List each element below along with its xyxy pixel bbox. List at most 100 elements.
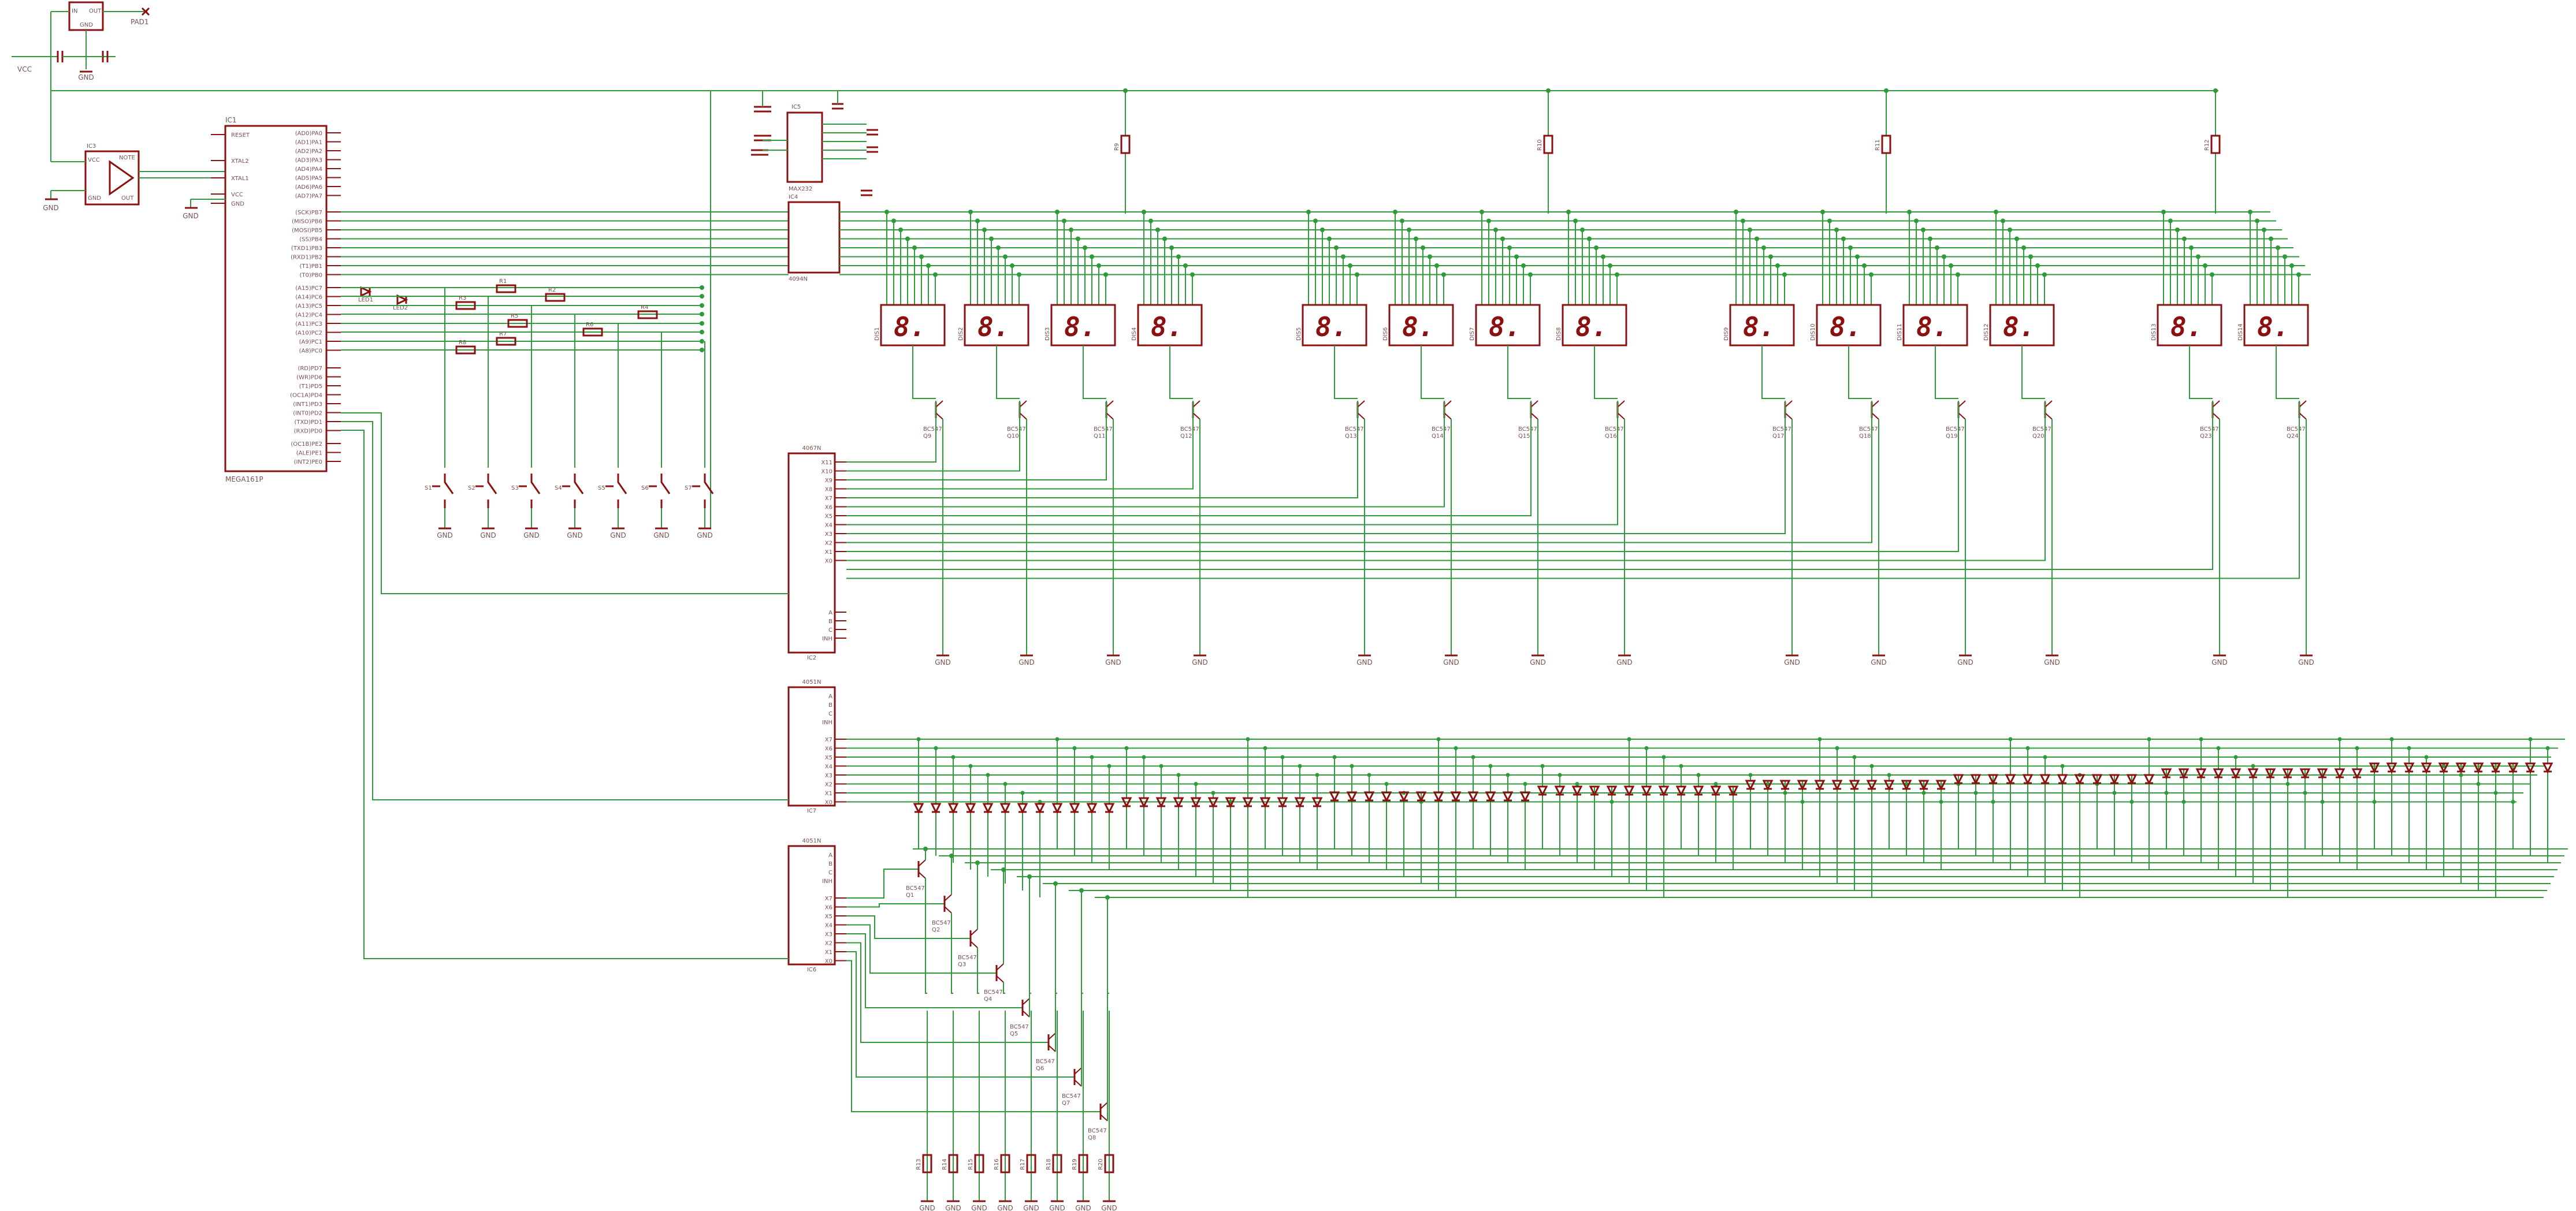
mcu-right-pins: (AD0)PA0(AD1)PA1(AD2)PA2(AD3)PA3(AD4)PA4… [290,131,789,465]
matrix-led [1901,780,1912,791]
resistor [496,284,516,293]
transistor-name: Q6 [1036,1065,1044,1072]
junction [1263,746,1267,750]
display-glyph: 8. [977,311,1009,342]
display-label: DIS9 [1723,327,1730,341]
display-label: DIS1 [874,327,880,341]
gnd-label: GND [2298,658,2314,666]
matrix-led [1207,797,1219,808]
svg-text:MAX232: MAX232 [789,186,812,192]
mux-pin-label: X4 [825,764,832,770]
mcu-pin-label: (AD7)PA7 [295,193,322,200]
svg-text:IC5: IC5 [791,104,801,110]
transistor-type: BC547 [2032,426,2051,433]
junction [1280,755,1285,759]
mux-pin-label: A [828,852,832,859]
mux-pin-label: C [828,711,832,717]
transistor-type: BC547 [1180,426,1199,433]
transistor-type: BC547 [2200,426,2219,433]
display-glyph: 8. [1830,311,1861,342]
transistor-legs [1074,1067,1082,1087]
mcu-pin-label: (AD6)PA6 [295,184,322,191]
junction [2060,764,2065,768]
display-glyph: 8. [1489,311,1521,342]
transistor-type: BC547 [932,920,951,926]
transistor-legs [2212,400,2220,420]
matrix-led [999,803,1011,814]
junction [700,321,704,326]
resistor-label: R3 [459,295,466,301]
matrix-led [2039,774,2051,785]
junction [1627,737,1631,741]
switch [475,474,497,508]
resistor-label: R15 [968,1158,974,1170]
junction [2129,800,2134,804]
mcu-pin-label: (A14)PC6 [295,295,322,301]
transistor-legs [935,400,943,420]
mux-ic-name: IC7 [807,808,816,814]
transistor-name: Q18 [1859,433,1871,439]
mux-wire [846,401,1445,508]
resistor-label: R19 [1072,1158,1078,1170]
gnd-label: GND [437,531,453,539]
mux-wire [846,401,2300,579]
mux-pin-label: X1 [825,949,832,956]
gnd-label: GND [945,1204,961,1211]
display-glyph: 8. [2170,311,2202,342]
matrix-led [2403,762,2415,774]
switch [649,474,671,508]
matrix-led [2074,774,2086,785]
junction [700,303,704,308]
driver-emitter-wire [951,913,954,1201]
junction [1540,764,1545,768]
common-wire [1935,345,1958,399]
transistor-legs [996,963,1004,983]
mcu-pin-label: (AD3)PA3 [295,158,322,164]
transistor-legs [1617,400,1625,420]
matrix-led [2334,768,2345,780]
junction [2355,746,2359,750]
svg-text:VCC: VCC [88,157,100,163]
resistor [496,337,516,346]
common-wire [2189,345,2213,399]
junction [1159,764,1164,768]
mcu-pin-label: XTAL2 [231,158,249,165]
junction [1107,764,1112,768]
display-glyph: 8. [894,311,925,342]
resistor [1078,1154,1088,1173]
gnd-label: GND [1018,658,1035,666]
junction [2545,746,2550,750]
transistor-name: Q12 [1180,433,1192,439]
resistor-label: R8 [459,340,466,346]
junction [1384,782,1389,786]
ic4-4094: IC4 4094N [787,194,841,282]
mcu-pin-label: VCC [231,192,243,198]
resistor [2210,135,2221,154]
svg-text:LED1: LED1 [358,297,373,303]
junction [1211,791,1215,795]
status-leds: LED1 LED2 [358,286,408,311]
transistor-legs [1958,400,1966,420]
gnd-label: GND [935,658,951,666]
matrix-led [1849,780,1860,791]
driver-base-wire [846,924,997,974]
mcu-pin-label: (A10)PC2 [295,330,322,337]
transistor-name: Q7 [1062,1100,1070,1106]
gnd-label: GND [653,531,670,539]
junction [1055,737,1060,741]
matrix-led [1710,785,1722,797]
transistor-type: BC547 [1605,426,1624,433]
matrix-led [2421,762,2432,774]
junction [2181,800,2186,804]
transistor-legs [1192,400,1200,420]
transistor-type: BC547 [1007,426,1026,433]
junction [700,285,704,290]
mux-wire [846,401,1618,526]
matrix-led [2386,762,2397,774]
driver-emitter-wire [1003,982,1006,1201]
mux-wire [846,401,1532,516]
gnd-label: GND [480,531,496,539]
mux-pin-label: X1 [825,791,832,797]
resistor-label: R2 [548,287,556,293]
